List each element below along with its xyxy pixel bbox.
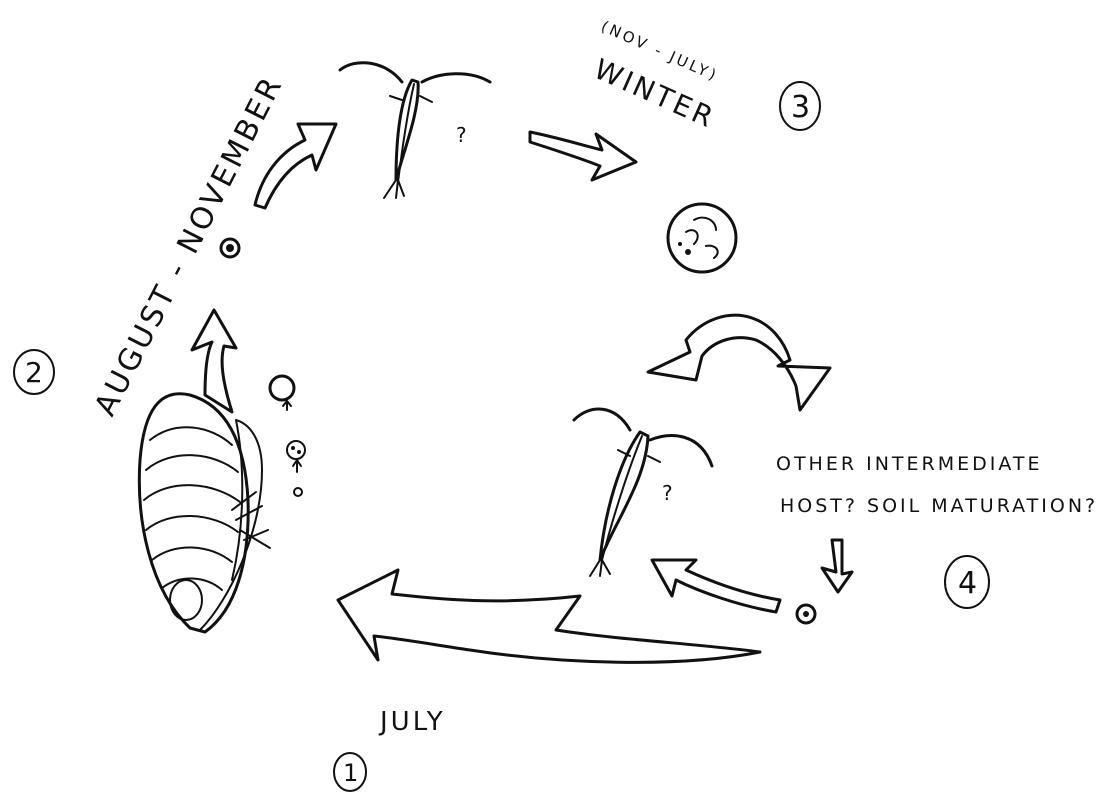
egg-stage4 xyxy=(797,605,815,623)
egg-stage2 xyxy=(221,239,239,257)
svg-text:4: 4 xyxy=(958,566,980,601)
stage-1-label: JULY xyxy=(378,707,446,737)
winter-egg xyxy=(668,204,736,272)
stage-number-3: 3 xyxy=(780,82,820,130)
copepod-top-question: ? xyxy=(456,123,470,147)
stage-2-label: AUGUST - NOVEMBER xyxy=(88,70,290,422)
svg-text:2: 2 xyxy=(25,356,46,389)
stage-4-label-line2: HOST? SOIL MATURATION? xyxy=(780,495,1098,517)
copepod-top: ? xyxy=(340,63,490,198)
mussel-host xyxy=(139,394,270,632)
arrow-egg4-to-copepod xyxy=(652,560,780,612)
copepod-right-question: ? xyxy=(662,481,676,505)
copepod-right: ? xyxy=(574,409,712,576)
arrow-winter-bidirectional xyxy=(648,315,830,410)
arrow-egg-to-copepod xyxy=(255,124,336,208)
svg-text:1: 1 xyxy=(343,759,361,787)
arrow-down-to-egg4 xyxy=(822,540,852,592)
stage-4-label-line1: OTHER INTERMEDIATE xyxy=(776,453,1043,475)
stage-number-4: 4 xyxy=(945,556,989,608)
stage-number-1: 1 xyxy=(334,753,366,791)
svg-text:3: 3 xyxy=(791,90,813,125)
larval-development xyxy=(270,376,305,496)
stage-number-2: 2 xyxy=(14,350,54,394)
arrow-copepod-to-winter xyxy=(530,132,636,180)
